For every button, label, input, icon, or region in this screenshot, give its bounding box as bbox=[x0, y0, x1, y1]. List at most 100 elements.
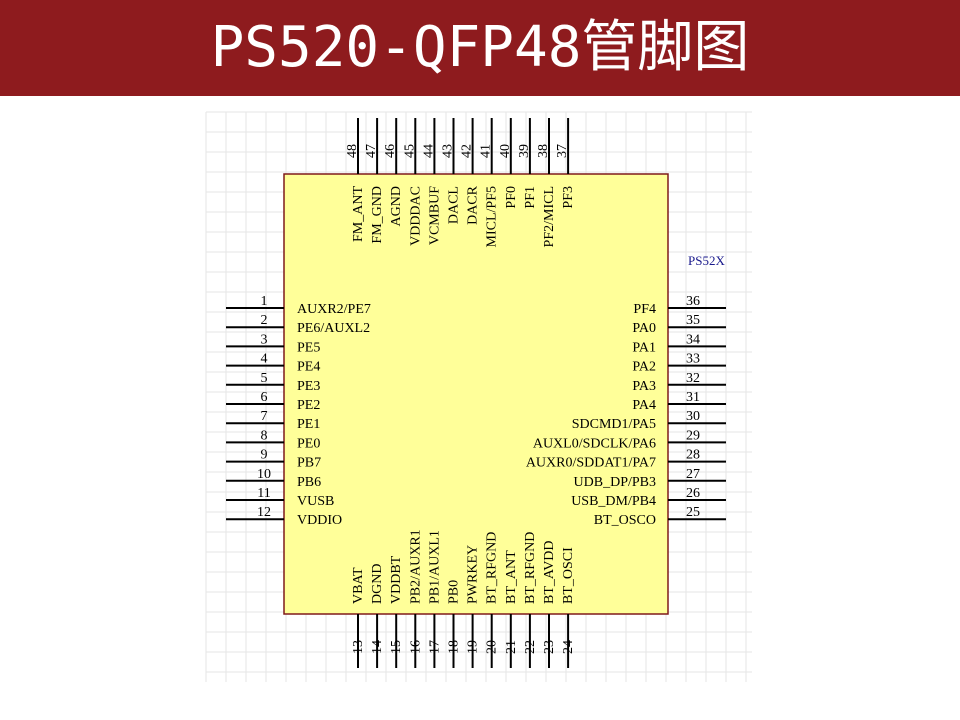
pin-14-label: DGND bbox=[370, 564, 385, 604]
pin-14-number: 14 bbox=[370, 640, 385, 654]
pin-45-number: 45 bbox=[402, 144, 417, 158]
part-label: PS52X bbox=[688, 253, 725, 268]
pin-11-label: VUSB bbox=[297, 494, 334, 509]
pin-25-label: BT_OSCO bbox=[594, 513, 656, 528]
pin-28-label: AUXR0/SDDAT1/PA7 bbox=[526, 456, 656, 471]
pin-34-number: 34 bbox=[686, 332, 700, 347]
pin-8-label: PE0 bbox=[297, 436, 320, 451]
pin-43-number: 43 bbox=[441, 144, 456, 158]
pin-35-number: 35 bbox=[686, 313, 700, 328]
pin-39-label: PF1 bbox=[523, 186, 538, 209]
pin-22-number: 22 bbox=[523, 640, 538, 654]
pin-25-number: 25 bbox=[686, 505, 700, 520]
pin-12-number: 12 bbox=[257, 505, 271, 520]
pin-27-label: UDB_DP/PB3 bbox=[574, 475, 656, 490]
pin-24-number: 24 bbox=[561, 640, 576, 654]
pin-20-number: 20 bbox=[485, 640, 500, 654]
pin-40-label: PF0 bbox=[504, 186, 519, 209]
pin-16-number: 16 bbox=[408, 640, 423, 654]
pin-13-label: VBAT bbox=[351, 567, 366, 604]
pin-47-label: FM_GND bbox=[370, 186, 385, 244]
pin-15-number: 15 bbox=[389, 640, 404, 654]
page-title: PS520-QFP48管脚图 bbox=[210, 15, 750, 80]
pin-40-number: 40 bbox=[498, 144, 513, 158]
pin-26-label: USB_DM/PB4 bbox=[571, 494, 656, 509]
pin-32-number: 32 bbox=[686, 371, 700, 386]
pin-24-label: BT_OSCI bbox=[561, 547, 576, 604]
pin-9-label: PB7 bbox=[297, 456, 321, 471]
pin-46-number: 46 bbox=[383, 144, 398, 158]
pin-7-number: 7 bbox=[261, 409, 268, 424]
pin-42-label: DACR bbox=[466, 185, 481, 225]
pin-30-number: 30 bbox=[686, 409, 700, 424]
pin-20-label: BT_RFGND bbox=[485, 532, 500, 604]
pin-15-label: VDDBT bbox=[389, 555, 404, 604]
pin-41-label: MICL/PF5 bbox=[485, 186, 500, 247]
pin-42-number: 42 bbox=[460, 144, 475, 158]
pin-43-label: DACL bbox=[447, 186, 462, 224]
pin-4-label: PE4 bbox=[297, 360, 320, 375]
pin-48-label: FM_ANT bbox=[351, 186, 366, 242]
title-bar bbox=[0, 0, 960, 96]
pin-13-number: 13 bbox=[351, 640, 366, 654]
pin-37-label: PF3 bbox=[561, 186, 576, 209]
pin-3-label: PE5 bbox=[297, 340, 320, 355]
pin-7-label: PE1 bbox=[297, 417, 320, 432]
pin-33-label: PA2 bbox=[632, 360, 656, 375]
pin-34-label: PA1 bbox=[632, 340, 656, 355]
pin-47-number: 47 bbox=[364, 144, 379, 158]
pin-23-label: BT_AVDD bbox=[542, 540, 557, 604]
pin-2-number: 2 bbox=[261, 313, 268, 328]
pin-36-label: PF4 bbox=[633, 302, 656, 317]
pin-41-number: 41 bbox=[479, 144, 494, 158]
pin-1-number: 1 bbox=[261, 294, 268, 309]
pin-21-label: BT_ANT bbox=[504, 550, 519, 604]
pin-16-label: PB2/AUXR1 bbox=[408, 529, 423, 604]
pin-44-label: VCMBUF bbox=[427, 186, 442, 245]
pin-37-number: 37 bbox=[555, 144, 570, 158]
pin-29-label: AUXL0/SDCLK/PA6 bbox=[533, 436, 656, 451]
pin-26-number: 26 bbox=[686, 486, 700, 501]
pin-30-label: SDCMD1/PA5 bbox=[572, 417, 656, 432]
chip-body bbox=[283, 173, 669, 615]
pin-46-label: AGND bbox=[389, 186, 404, 226]
pin-22-label: BT_RFGND bbox=[523, 532, 538, 604]
pin-38-label: PF2/MICL bbox=[542, 186, 557, 247]
pin-1-label: AUXR2/PE7 bbox=[297, 302, 371, 317]
pin-39-number: 39 bbox=[517, 144, 532, 158]
pin-19-label: PWRKEY bbox=[466, 545, 481, 604]
pin-45-label: VDDDAC bbox=[408, 186, 423, 246]
pin-10-number: 10 bbox=[257, 467, 271, 482]
pin-44-number: 44 bbox=[421, 144, 436, 158]
pin-18-number: 18 bbox=[447, 640, 462, 654]
pin-17-label: PB1/AUXL1 bbox=[427, 530, 442, 604]
pin-27-number: 27 bbox=[686, 467, 700, 482]
pin-29-number: 29 bbox=[686, 428, 700, 443]
pin-3-number: 3 bbox=[261, 332, 268, 347]
pin-48-number: 48 bbox=[345, 144, 360, 158]
pin-36-number: 36 bbox=[686, 294, 700, 309]
pin-17-number: 17 bbox=[427, 640, 442, 654]
pin-5-label: PE3 bbox=[297, 379, 320, 394]
pin-12-label: VDDIO bbox=[297, 513, 342, 528]
pin-31-label: PA4 bbox=[632, 398, 656, 413]
pin-18-label: PB0 bbox=[447, 580, 462, 604]
pin-9-number: 9 bbox=[261, 448, 268, 463]
pin-38-number: 38 bbox=[536, 144, 551, 158]
pin-31-number: 31 bbox=[686, 390, 700, 405]
pin-6-number: 6 bbox=[261, 390, 268, 405]
pin-6-label: PE2 bbox=[297, 398, 320, 413]
pin-5-number: 5 bbox=[261, 371, 268, 386]
pin-10-label: PB6 bbox=[297, 475, 321, 490]
pin-2-label: PE6/AUXL2 bbox=[297, 321, 370, 336]
pin-4-number: 4 bbox=[261, 352, 268, 367]
pin-32-label: PA3 bbox=[632, 379, 656, 394]
pin-28-number: 28 bbox=[686, 448, 700, 463]
pin-8-number: 8 bbox=[261, 428, 268, 443]
pin-35-label: PA0 bbox=[632, 321, 656, 336]
pin-33-number: 33 bbox=[686, 352, 700, 367]
pin-19-number: 19 bbox=[466, 640, 481, 654]
pin-11-number: 11 bbox=[257, 486, 270, 501]
